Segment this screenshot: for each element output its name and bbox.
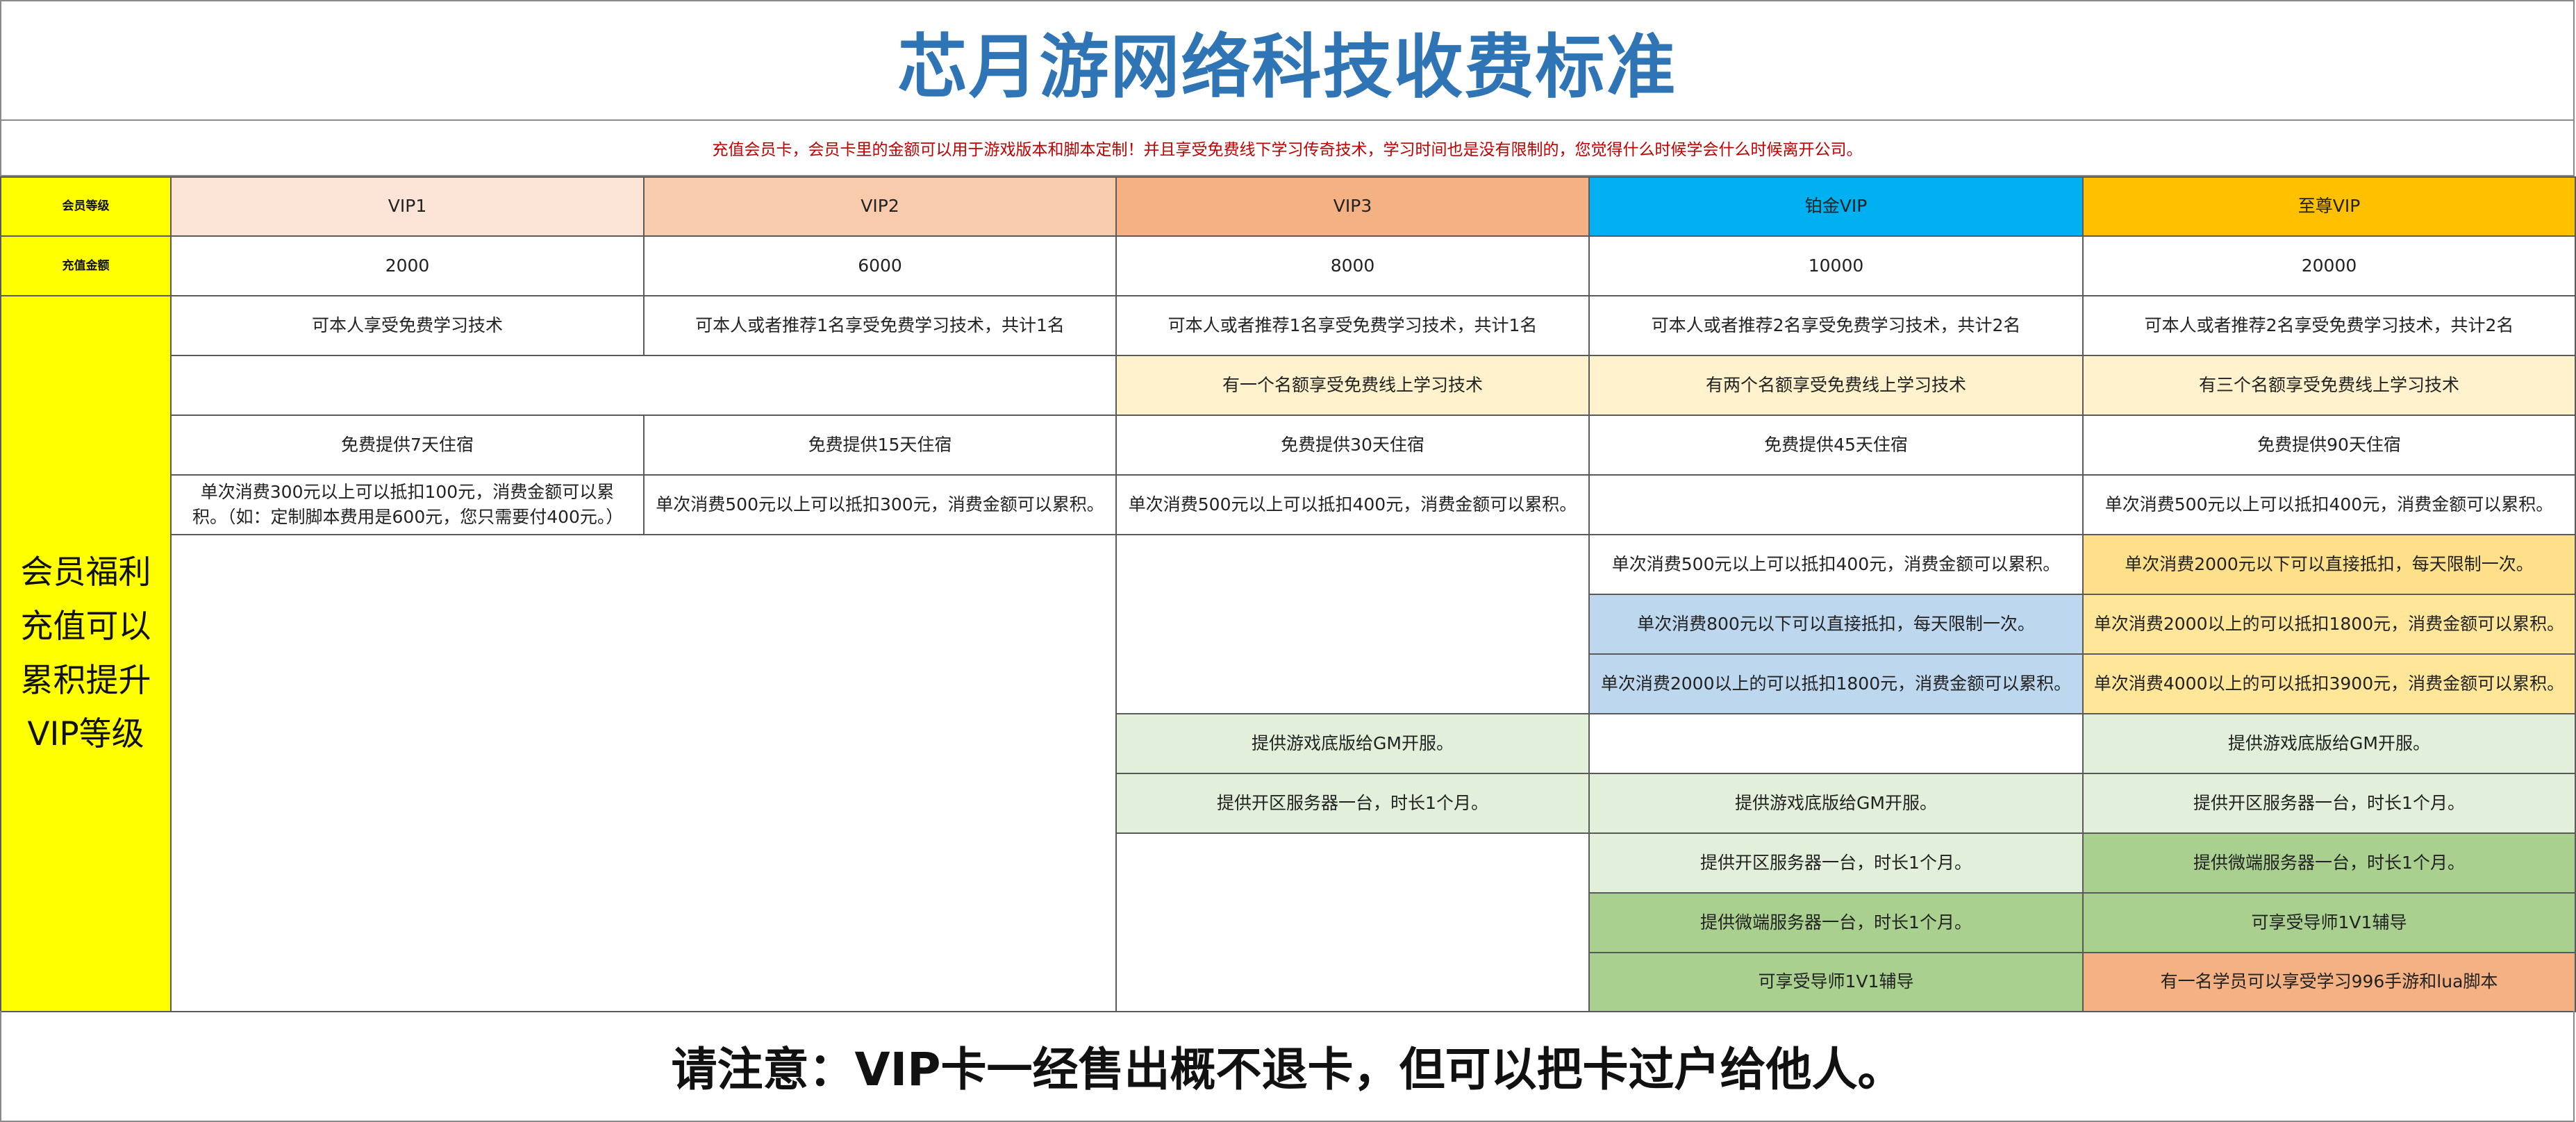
benefit-cell: 免费提供90天住宿 xyxy=(2082,415,2576,476)
benefit-cell: 单次消费4000以上的可以抵扣3900元，消费金额可以累积。 xyxy=(2082,653,2576,714)
footer-notice: 请注意：VIP卡一经售出概不退卡，但可以把卡过户给他人。 xyxy=(0,1011,2575,1122)
benefit-cell: 免费提供45天住宿 xyxy=(1588,415,2084,476)
tier-name-platinum: 铂金VIP xyxy=(1588,176,2084,237)
benefits-side-label: 会员福利充值可以累积提升VIP等级 xyxy=(0,295,172,1012)
benefit-cell: 单次消费500元以上可以抵扣400元，消费金额可以累积。 xyxy=(1115,474,1590,535)
benefit-cell: 可本人或者推荐1名享受免费学习技术，共计1名 xyxy=(1115,295,1590,356)
tier-name-vip1: VIP1 xyxy=(170,176,645,237)
benefit-cell: 单次消费500元以上可以抵扣400元，消费金额可以累积。 xyxy=(1588,534,2084,595)
benefit-cell: 免费提供7天住宿 xyxy=(170,415,645,476)
amount-vip1: 2000 xyxy=(170,235,645,296)
benefit-cell: 单次消费500元以上可以抵扣400元，消费金额可以累积。 xyxy=(2082,474,2576,535)
amount-vip3: 8000 xyxy=(1115,235,1590,296)
benefit-cell: 单次消费2000以上的可以抵扣1800元，消费金额可以累积。 xyxy=(2082,594,2576,655)
benefit-cell: 单次消费2000元以下可以直接抵扣，每天限制一次。 xyxy=(2082,534,2576,595)
label-member-level: 会员等级 xyxy=(0,176,172,237)
benefit-cell: 提供开区服务器一台，时长1个月。 xyxy=(1115,773,1590,834)
empty-cell xyxy=(170,534,1117,1012)
page-title: 芯月游网络科技收费标准 xyxy=(0,0,2575,119)
tier-name-supreme: 至尊VIP xyxy=(2082,176,2576,237)
tier-name-vip2: VIP2 xyxy=(643,176,1117,237)
benefit-cell: 可享受导师1V1辅导 xyxy=(1588,952,2084,1012)
label-recharge-amount: 充值金额 xyxy=(0,235,172,296)
benefit-cell: 可享受导师1V1辅导 xyxy=(2082,892,2576,953)
amount-platinum: 10000 xyxy=(1588,235,2084,296)
tier-name-vip3: VIP3 xyxy=(1115,176,1590,237)
benefit-cell: 有一名学员可以享受学习996手游和lua脚本 xyxy=(2082,952,2576,1012)
benefit-cell: 可本人或者推荐1名享受免费学习技术，共计1名 xyxy=(643,295,1117,356)
empty-cell xyxy=(1588,713,2084,774)
benefit-cell: 有两个名额享受免费线上学习技术 xyxy=(1588,355,2084,416)
benefit-cell: 提供微端服务器一台，时长1个月。 xyxy=(2082,832,2576,894)
benefit-cell: 单次消费500元以上可以抵扣300元，消费金额可以累积。 xyxy=(643,474,1117,535)
benefit-cell: 提供开区服务器一台，时长1个月。 xyxy=(1588,832,2084,894)
empty-cell xyxy=(1115,534,1590,714)
empty-cell xyxy=(170,355,1117,416)
benefit-cell: 单次消费2000以上的可以抵扣1800元，消费金额可以累积。 xyxy=(1588,653,2084,714)
benefit-cell: 提供微端服务器一台，时长1个月。 xyxy=(1588,892,2084,953)
benefit-cell: 提供游戏底版给GM开服。 xyxy=(1115,713,1590,774)
amount-supreme: 20000 xyxy=(2082,235,2576,296)
benefit-cell: 可本人或者推荐2名享受免费学习技术，共计2名 xyxy=(1588,295,2084,356)
benefit-cell: 单次消费300元以上可以抵扣100元，消费金额可以累积。（如：定制脚本费用是60… xyxy=(170,474,645,535)
benefit-cell: 单次消费800元以下可以直接抵扣，每天限制一次。 xyxy=(1588,594,2084,655)
benefit-cell: 免费提供15天住宿 xyxy=(643,415,1117,476)
benefit-cell: 提供开区服务器一台，时长1个月。 xyxy=(2082,773,2576,834)
benefit-cell: 提供游戏底版给GM开服。 xyxy=(1588,773,2084,834)
benefit-cell: 可本人或者推荐2名享受免费学习技术，共计2名 xyxy=(2082,295,2576,356)
subtitle-note: 充值会员卡，会员卡里的金额可以用于游戏版本和脚本定制！并且享受免费线下学习传奇技… xyxy=(0,119,2575,176)
empty-cell xyxy=(1588,474,2084,535)
benefit-cell: 提供游戏底版给GM开服。 xyxy=(2082,713,2576,774)
benefit-cell: 免费提供30天住宿 xyxy=(1115,415,1590,476)
empty-cell xyxy=(1115,832,1590,1012)
amount-vip2: 6000 xyxy=(643,235,1117,296)
benefit-cell: 有一个名额享受免费线上学习技术 xyxy=(1115,355,1590,416)
benefit-cell: 可本人享受免费学习技术 xyxy=(170,295,645,356)
benefit-cell: 有三个名额享受免费线上学习技术 xyxy=(2082,355,2576,416)
